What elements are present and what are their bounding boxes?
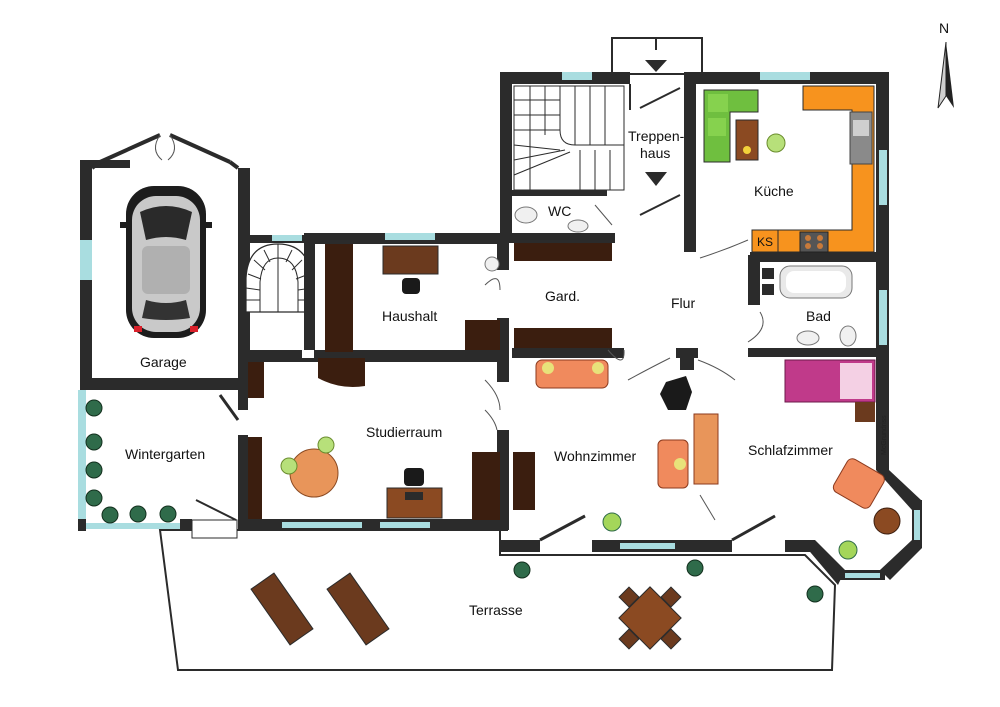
credit-label: McGrundriss <box>881 415 888 455</box>
stair-left <box>245 235 313 313</box>
room-label-flur: Flur <box>671 295 695 311</box>
ks-label: KS <box>757 235 773 249</box>
room-label-garage: Garage <box>140 354 187 370</box>
room-label-bad: Bad <box>806 308 831 324</box>
terrace-table <box>618 586 682 650</box>
gard-furniture <box>514 206 612 348</box>
car-icon <box>120 186 212 338</box>
north-arrow-icon: N <box>937 20 954 109</box>
terrace-loungers <box>250 572 390 646</box>
room-label-schlafzimmer: Schlafzimmer <box>748 442 833 458</box>
wohnzimmer-furniture <box>513 359 719 510</box>
stair-main <box>513 85 625 191</box>
plant-icons <box>85 399 858 603</box>
window-sashes <box>539 514 776 542</box>
schlafzimmer-furniture <box>784 359 901 535</box>
room-label-wohnzimmer: Wohnzimmer <box>554 448 637 464</box>
kitchen-furniture: KS <box>703 85 875 253</box>
haushalt-furniture <box>325 244 500 352</box>
studierraum-furniture <box>248 358 500 520</box>
room-label-treppenhaus-2: haus <box>640 145 670 161</box>
room-label-treppenhaus-1: Treppen- <box>628 128 685 144</box>
room-label-kueche: Küche <box>754 183 794 199</box>
room-label-wc: WC <box>548 203 571 219</box>
room-label-wintergarten: Wintergarten <box>125 446 205 462</box>
north-label: N <box>939 20 949 36</box>
entrance <box>611 37 703 216</box>
room-label-gard: Gard. <box>545 288 580 304</box>
garage <box>80 133 250 390</box>
bathroom-fixtures <box>762 265 857 347</box>
wintergarten <box>78 390 240 539</box>
room-label-studierraum: Studierraum <box>366 424 442 440</box>
walls <box>238 72 922 585</box>
door-swings <box>484 204 776 541</box>
room-label-haushalt: Haushalt <box>382 308 437 324</box>
room-label-terrasse: Terrasse <box>469 602 523 618</box>
